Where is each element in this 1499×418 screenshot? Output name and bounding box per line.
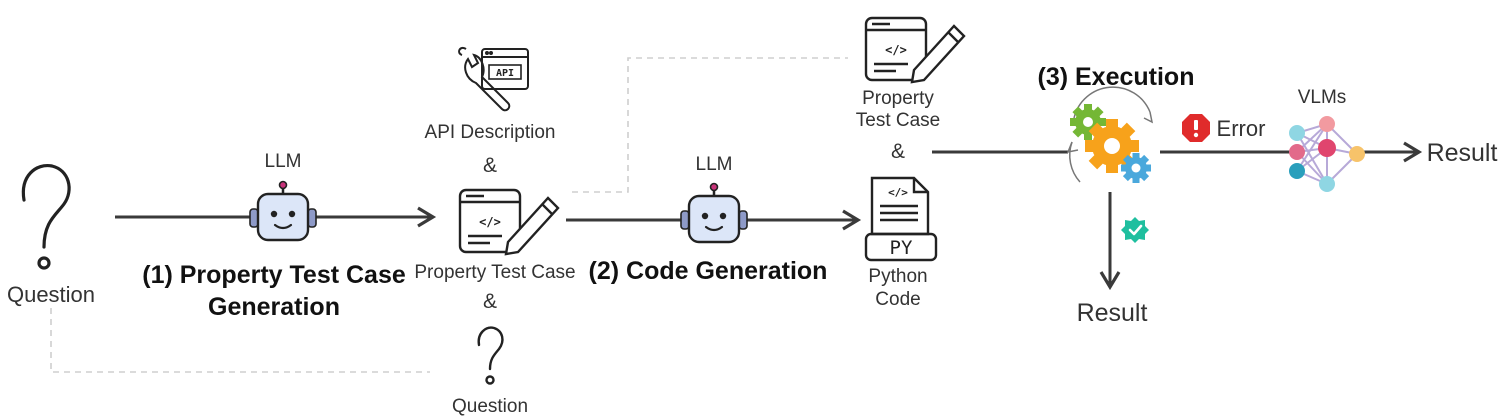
code-document-pencil-icon: </> bbox=[458, 188, 560, 256]
ampersand: & bbox=[482, 154, 498, 177]
error-label: Error bbox=[1216, 116, 1266, 141]
dashed-connectors bbox=[50, 57, 848, 373]
question-mark-small-icon bbox=[477, 326, 504, 385]
result-label: Result bbox=[1426, 139, 1498, 167]
python-label: Python bbox=[868, 266, 928, 287]
svg-text:PY: PY bbox=[890, 237, 913, 259]
gears-icon bbox=[1066, 86, 1154, 183]
ampersand: & bbox=[482, 290, 498, 313]
property-test-case-label: Property Test Case bbox=[414, 262, 576, 283]
svg-text:</>: </> bbox=[885, 43, 907, 57]
api-wrench-icon: API bbox=[458, 46, 529, 112]
robot-icon bbox=[680, 182, 748, 244]
question-label: Question bbox=[451, 396, 529, 417]
code-label: Code bbox=[875, 289, 921, 310]
python-file-icon: </> PY bbox=[864, 176, 938, 262]
svg-text:API: API bbox=[496, 68, 514, 79]
vlms-label: VLMs bbox=[1297, 87, 1347, 108]
error-octagon-icon bbox=[1182, 114, 1210, 142]
step1-title: (1) Property Test Case bbox=[142, 261, 406, 289]
llm-label: LLM bbox=[264, 151, 302, 172]
result-label: Result bbox=[1076, 299, 1148, 327]
code-document-pencil-icon: </> bbox=[864, 16, 966, 84]
llm-label: LLM bbox=[695, 154, 733, 175]
ampersand: & bbox=[890, 140, 906, 163]
api-description-label: API Description bbox=[424, 122, 556, 143]
check-circle-icon bbox=[1121, 217, 1149, 243]
svg-text:</>: </> bbox=[479, 215, 501, 229]
svg-text:</>: </> bbox=[888, 186, 908, 199]
neural-network-icon bbox=[1289, 116, 1365, 192]
test-case-label: Test Case bbox=[855, 110, 941, 131]
step1-title-line2: Generation bbox=[208, 293, 340, 321]
robot-icon bbox=[249, 180, 317, 242]
question-label: Question bbox=[6, 282, 96, 307]
question-mark-icon bbox=[21, 164, 71, 270]
property-label: Property bbox=[862, 88, 934, 109]
step3-title: (3) Execution bbox=[1037, 63, 1195, 91]
step2-title: (2) Code Generation bbox=[588, 257, 828, 285]
